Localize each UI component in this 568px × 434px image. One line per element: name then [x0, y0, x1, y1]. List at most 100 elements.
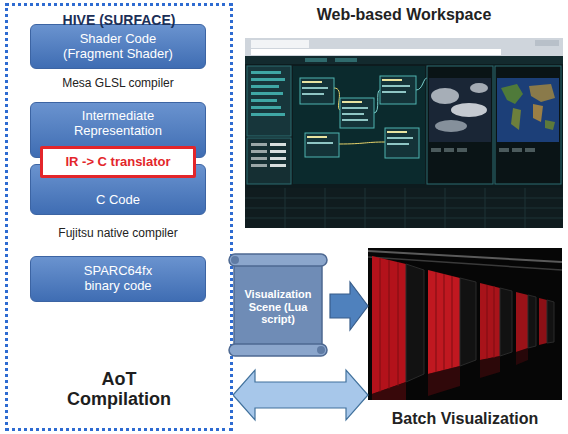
photo-frame: Batch Visualization	[368, 248, 562, 430]
rack-row-part	[380, 258, 398, 392]
rack-row-part	[436, 272, 452, 372]
node-list-panel-part	[251, 157, 267, 160]
supercomputer-photo-part	[368, 248, 562, 400]
node-graph-part	[382, 85, 410, 87]
cloud-render-panel	[427, 66, 493, 184]
workspace-screenshot	[245, 38, 563, 228]
cloud-render-panel-part	[457, 148, 467, 152]
node-graph-part	[339, 142, 385, 144]
rack-row-part	[428, 270, 460, 374]
browser-chrome-part	[535, 40, 559, 46]
earth-render-panel-part	[495, 66, 561, 184]
rack-row-part	[460, 278, 476, 366]
rack-row-part	[487, 285, 494, 359]
scroll-text: Visualization Scene (Lua script)	[242, 288, 314, 326]
earth-render-panel-part	[533, 104, 543, 122]
cloud-render-panel-part	[429, 78, 491, 142]
node-graph-part	[342, 107, 368, 109]
node-list-panel-part	[251, 85, 279, 88]
supercomputer-photo	[368, 248, 562, 400]
node-graph-part	[302, 87, 328, 89]
node-list-panel-part	[270, 150, 286, 153]
rack-row-part	[516, 292, 528, 352]
app-menu-part	[305, 58, 327, 62]
node-graph-part	[416, 78, 427, 90]
node-list-panel-part	[251, 164, 267, 167]
node-list-panel-part	[251, 78, 285, 81]
node-graph-part	[302, 93, 324, 95]
workspace-screenshot-part	[245, 38, 563, 228]
floor-reflection-part	[480, 356, 500, 378]
floor-reflection	[372, 348, 528, 400]
node-graph-part	[387, 131, 407, 133]
rack-row-part	[539, 298, 547, 345]
earth-render-panel-part	[499, 148, 509, 152]
earth-render-panel-part	[512, 148, 522, 152]
node-list-panel-part	[251, 150, 267, 153]
scroll-outline-part	[231, 256, 239, 264]
cloud-render-panel-part	[470, 83, 488, 93]
rack-row-part	[480, 283, 500, 360]
node-graph-part	[300, 78, 334, 104]
timeline-panel	[245, 188, 563, 228]
timeline-panel-part	[245, 198, 563, 218]
node-list-panel-part	[251, 99, 277, 102]
node-graph-part	[380, 76, 416, 104]
earth-render-panel-part	[511, 108, 521, 130]
box-text: SPARC64fx binary code	[71, 264, 166, 294]
box-text: Shader Code (Fragment Shader)	[56, 32, 181, 62]
earth-render-panel-part	[529, 84, 555, 102]
scroll-outline-part	[229, 254, 327, 266]
rack-row-part	[547, 300, 554, 343]
node-graph-part	[382, 91, 406, 93]
cloud-render-panel-part	[444, 148, 454, 152]
panel-caption: AoT Compilation	[59, 369, 179, 410]
node-graph	[293, 66, 427, 184]
floor-reflection-part	[516, 348, 528, 365]
node-list-panel-part	[251, 71, 281, 74]
rack-row	[372, 256, 554, 394]
edge-label: Mesa GLSL compiler	[59, 77, 177, 91]
panel-heading: HIVE (SURFACE)	[63, 12, 176, 28]
floor-reflection-part	[428, 366, 460, 396]
node-graph-part	[387, 143, 409, 145]
process-box: Shader Code (Fragment Shader)	[30, 24, 206, 69]
node-graph-part	[305, 133, 339, 157]
scroll-outline-part	[234, 260, 322, 350]
node-list-panel-part	[251, 143, 267, 146]
earth-render-panel-part	[501, 84, 523, 104]
box-text: IR -> C translator	[65, 155, 170, 170]
scroll-outline-part	[229, 344, 327, 356]
node-list-panel-part	[247, 138, 291, 184]
browser-chrome-part	[251, 40, 309, 48]
node-list-panel-part	[251, 106, 281, 109]
app-menu-part	[335, 58, 357, 62]
timeline-panel-part	[285, 188, 525, 228]
section-heading: Batch Visualization	[392, 410, 538, 428]
earth-render-panel	[495, 66, 561, 184]
node-list-panel-part	[270, 143, 286, 146]
node-graph-part	[307, 136, 327, 138]
app-menu-part	[245, 56, 563, 64]
node-graph-part	[334, 88, 340, 110]
node-graph-part	[382, 79, 402, 81]
box-text: C Code	[96, 193, 140, 208]
node-list-panel-part	[251, 113, 285, 116]
node-graph-part	[374, 90, 380, 113]
section-heading: Web-based Workspace	[317, 6, 492, 24]
node-graph-part	[385, 128, 419, 158]
earth-render-panel-part	[497, 78, 559, 142]
app-menu	[245, 56, 563, 64]
cloud-render-panel-part	[431, 148, 441, 152]
cloud-render-panel-part	[431, 88, 459, 104]
rack-row-part	[500, 288, 512, 356]
rack-row-part	[406, 264, 424, 382]
scroll-document: Visualization Scene (Lua script)	[226, 250, 330, 362]
edge-label: Fujitsu native compiler	[55, 227, 180, 241]
browser-chrome-part	[245, 38, 563, 56]
node-graph-part	[293, 66, 425, 184]
process-box: SPARC64fx binary code	[30, 256, 206, 302]
timeline-panel-part	[245, 188, 563, 228]
block-arrow	[330, 282, 368, 330]
